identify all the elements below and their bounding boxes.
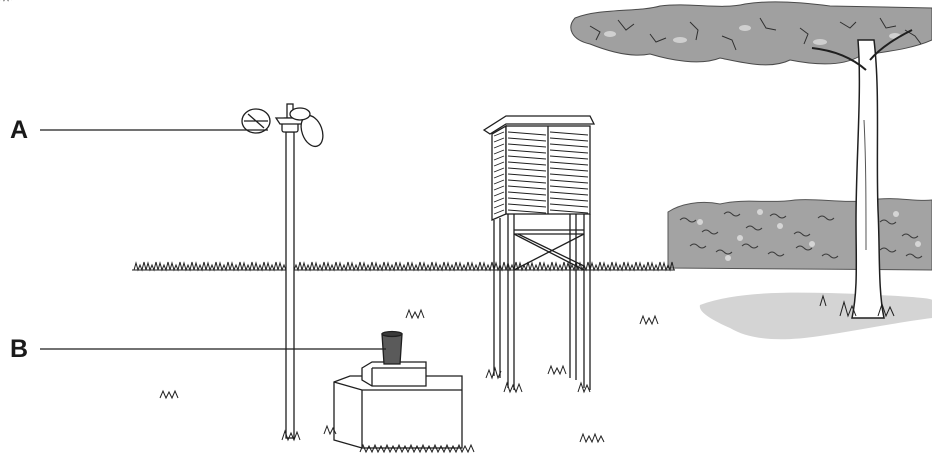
louver-slat	[549, 203, 589, 208]
grass-tuft	[349, 261, 363, 272]
grass-tuft	[625, 261, 639, 272]
grass-tuft	[325, 261, 339, 272]
grass-tuft	[469, 261, 483, 272]
grass-tuft	[433, 261, 447, 272]
grass-tuft	[529, 261, 543, 272]
grass-tuft	[457, 261, 471, 272]
grass-tuft	[217, 261, 231, 272]
louver-slat	[493, 161, 505, 167]
louver-slat	[507, 155, 547, 160]
louver-slat	[493, 143, 505, 149]
louver-slat	[493, 191, 505, 197]
hedge-icon	[667, 198, 932, 271]
louver-slat	[507, 149, 547, 154]
grass-tuft	[205, 261, 219, 272]
louver-slat	[549, 173, 589, 178]
grass-tuft	[253, 261, 267, 272]
tree-icon	[811, 29, 913, 319]
grass-tuft	[313, 261, 327, 272]
grass-tuft	[649, 261, 663, 272]
grass-tuft	[601, 261, 615, 272]
grass-tuft	[169, 261, 183, 272]
tree-canopy	[570, 1, 932, 66]
louver-slat	[493, 203, 505, 209]
louver-slat	[507, 137, 547, 142]
grass-tufts	[159, 308, 659, 444]
grass-tuft	[241, 261, 255, 272]
grass-tuft	[193, 261, 207, 272]
louver-slat	[493, 179, 505, 185]
louver-slat	[549, 149, 589, 154]
grass-tuft	[157, 261, 171, 272]
grass-tuft	[421, 261, 435, 272]
louver-slat	[493, 185, 505, 191]
louver-slat	[549, 131, 589, 136]
louver-slat	[549, 209, 589, 214]
louver-slat	[507, 161, 547, 166]
louver-slat	[549, 155, 589, 160]
grass-tuft	[613, 261, 627, 272]
louver-slat	[549, 143, 589, 148]
grass-tuft	[265, 261, 279, 272]
grass-tuft	[397, 261, 411, 272]
louver-slat	[507, 209, 547, 214]
louver-slat	[507, 173, 547, 178]
louver-slat	[549, 191, 589, 196]
grass-tuft	[409, 261, 423, 272]
grass-tuft	[181, 261, 195, 272]
grass-tuft	[301, 261, 315, 272]
louver-slat	[493, 149, 505, 155]
tree-shadow	[699, 292, 932, 340]
stevenson-screen-icon	[482, 115, 596, 394]
grass-tuft	[589, 261, 603, 272]
grass-tuft	[481, 261, 495, 272]
louver-slat	[507, 131, 547, 136]
louver-slat	[549, 167, 589, 172]
louver-slat	[493, 167, 505, 173]
grass-tuft	[541, 261, 555, 272]
louver-slat	[507, 203, 547, 208]
louver-slat	[549, 161, 589, 166]
louver-slat	[493, 137, 505, 143]
anemometer-icon	[241, 103, 324, 442]
louver-slat	[549, 197, 589, 202]
louver-slat	[549, 179, 589, 184]
louver-slat	[549, 185, 589, 190]
grass-tuft	[661, 261, 675, 272]
grass-tuft	[337, 261, 351, 272]
louver-slat	[507, 191, 547, 196]
grass-tuft	[145, 261, 159, 272]
grass-tuft	[361, 261, 375, 272]
grass-tuft	[445, 261, 459, 272]
louver-slat	[507, 179, 547, 184]
grass-tuft	[385, 261, 399, 272]
label-a: A	[10, 116, 29, 144]
louver-slat	[493, 197, 505, 203]
louver-slat	[507, 167, 547, 172]
louver-slat	[493, 173, 505, 179]
louver-slat	[507, 185, 547, 190]
louver-slat	[493, 155, 505, 161]
grass-tuft	[229, 261, 243, 272]
grass-tuft	[553, 261, 567, 272]
rain-gauge-icon	[323, 330, 475, 454]
louver-slat	[549, 137, 589, 142]
label-b: B	[10, 335, 29, 363]
louver-slat	[507, 143, 547, 148]
grass-tuft	[637, 261, 651, 272]
louver-slat	[493, 131, 505, 137]
louver-slat	[493, 209, 505, 215]
grass-tuft	[133, 261, 147, 272]
grass-tuft	[373, 261, 387, 272]
louver-slat	[507, 197, 547, 202]
